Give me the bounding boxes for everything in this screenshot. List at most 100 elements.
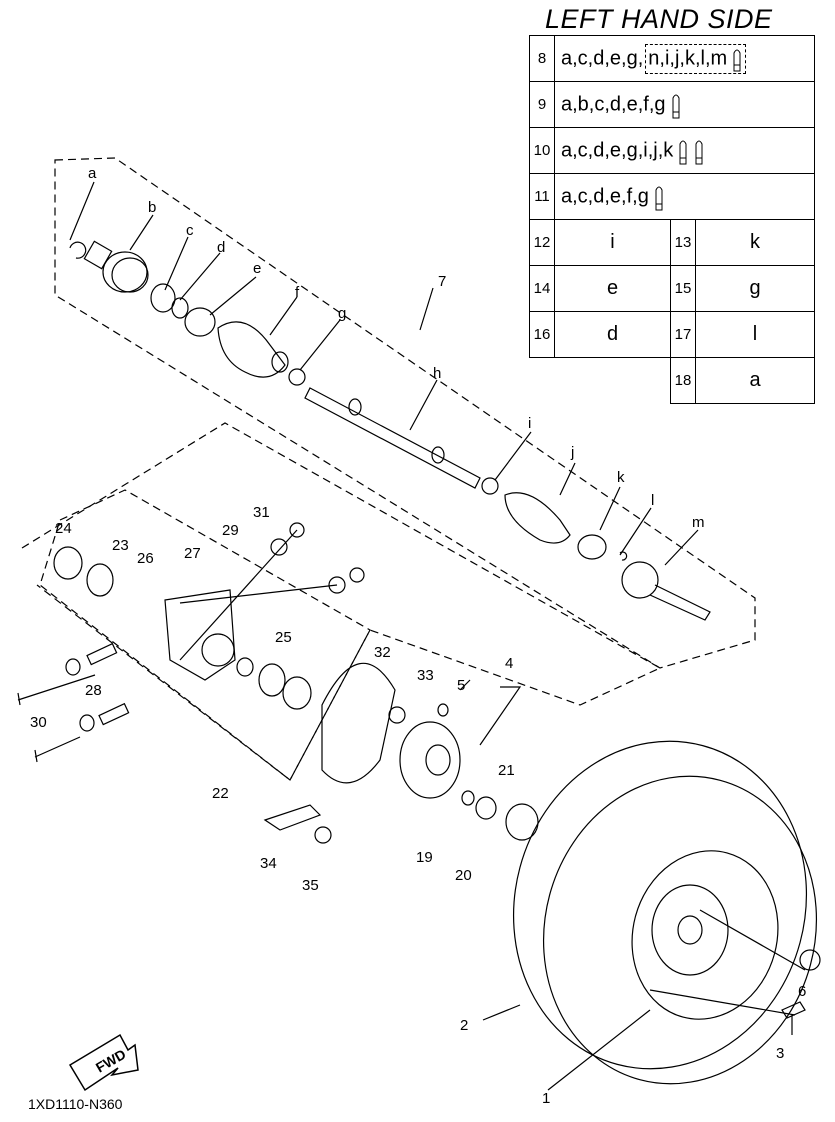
circlip-a [69, 241, 87, 259]
table-row: 10 a,c,d,e,g,i,j,k [529, 127, 815, 174]
row-number: 9 [529, 81, 555, 128]
brake-disc-32 [321, 662, 396, 784]
callout-20: 20 [455, 867, 472, 884]
cv-joint-m [621, 561, 711, 621]
letter-callouts: a b c d e f g h i j k l m [88, 165, 705, 531]
fwd-label: FWD [93, 1046, 129, 1076]
callout-34: 34 [260, 855, 277, 872]
row-code: k [695, 219, 815, 266]
bearing-23-b [258, 663, 286, 697]
shaft-assembly-outline [54, 157, 756, 669]
callout-5: 5 [457, 677, 465, 694]
bolt-5 [437, 703, 449, 717]
clip-d [171, 297, 189, 319]
callout-4: 4 [505, 655, 513, 672]
callout-21: 21 [498, 762, 515, 779]
bracket-34 [263, 804, 322, 831]
reference-table: 8 a,c,d,e,g,n,i,j,k,l,m 9 a,b,c,d,e,f,g … [529, 35, 815, 404]
grease-tube-icon [655, 186, 663, 210]
callout-19: 19 [416, 849, 433, 866]
callout-d: d [217, 239, 225, 256]
row-number: 12 [529, 219, 555, 266]
row-number: 8 [529, 35, 555, 82]
callout-a: a [88, 165, 97, 182]
knuckle-assembly-outline [21, 422, 662, 781]
document-number: 1XD1110-N360 [28, 1096, 123, 1112]
callout-i: i [528, 415, 531, 432]
grease-tube-icon [733, 49, 741, 71]
callout-e: e [253, 260, 261, 277]
bolt-35 [314, 826, 332, 844]
band-i [481, 477, 499, 495]
sleeve-28-a [86, 642, 118, 666]
callout-35: 35 [302, 877, 319, 894]
callout-c: c [186, 222, 194, 239]
grease-tube-icon [672, 94, 680, 118]
callout-7: 7 [438, 273, 446, 290]
wheel-1 [631, 850, 779, 1020]
callout-k: k [617, 469, 625, 486]
band-k [577, 534, 607, 560]
grease-tube-icon [695, 140, 703, 164]
nut-6 [799, 949, 821, 971]
callout-1: 1 [542, 1090, 550, 1107]
boot-f [217, 321, 289, 378]
callout-26: 26 [137, 550, 154, 567]
screw-33 [388, 706, 406, 724]
row-code: e [554, 265, 671, 312]
bolt-30-a [17, 674, 96, 706]
sleeve-28-b [98, 702, 130, 726]
table-row: 16 d 17 l [529, 311, 815, 358]
band-g [288, 368, 306, 386]
callout-b: b [148, 199, 156, 216]
tire-2 [512, 740, 808, 1070]
callout-3: 3 [776, 1045, 784, 1062]
callout-h: h [433, 365, 441, 382]
table-row: 8 a,c,d,e,g,n,i,j,k,l,m [529, 35, 815, 82]
washer-29-d [79, 714, 95, 732]
row-code: g [695, 265, 815, 312]
callout-l: l [651, 492, 654, 509]
nut-31-a [289, 522, 305, 538]
callout-31: 31 [253, 504, 270, 521]
row-codes: a,c,d,e,g,i,j,k [554, 127, 815, 174]
callout-6: 6 [798, 983, 806, 1000]
callout-28: 28 [85, 682, 102, 699]
callout-30: 30 [30, 714, 47, 731]
callout-25: 25 [275, 629, 292, 646]
clip-c [150, 283, 176, 313]
table-row: 9 a,b,c,d,e,f,g [529, 81, 815, 128]
callout-g: g [338, 305, 346, 322]
boxed-codes: n,i,j,k,l,m [645, 43, 747, 74]
nut-20 [475, 796, 497, 820]
washer-29-c [65, 658, 81, 676]
grease-tube-icon [679, 140, 687, 164]
callout-33: 33 [417, 667, 434, 684]
row-number: 10 [529, 127, 555, 174]
washer-19 [461, 790, 475, 806]
callout-23: 23 [112, 537, 129, 554]
callout-22: 22 [212, 785, 229, 802]
callout-24: 24 [55, 520, 72, 537]
callout-f: f [295, 284, 300, 301]
row-codes: a,c,d,e,f,g [554, 173, 815, 220]
table-row: 18 a [530, 357, 815, 404]
number-callouts: 1 2 3 4 5 6 7 19 20 21 22 23 24 25 26 27… [30, 273, 806, 1107]
knuckle-inner-outline [39, 489, 371, 781]
callout-j: j [570, 444, 574, 461]
callout-2: 2 [460, 1017, 468, 1034]
boot-j [504, 492, 571, 544]
knuckle-body [164, 589, 236, 681]
bolt-30-b [34, 736, 81, 763]
valve-3 [781, 1001, 806, 1019]
callout-27: 27 [184, 545, 201, 562]
callout-m: m [692, 514, 705, 531]
callout-29: 29 [222, 522, 239, 539]
table-row: 14 e 15 g [529, 265, 815, 312]
table-row: 11 a,c,d,e,f,g [529, 173, 815, 220]
row-code: d [554, 311, 671, 358]
shaft-h [304, 387, 481, 489]
bearing-23 [86, 563, 114, 597]
spacer-25 [236, 657, 254, 677]
